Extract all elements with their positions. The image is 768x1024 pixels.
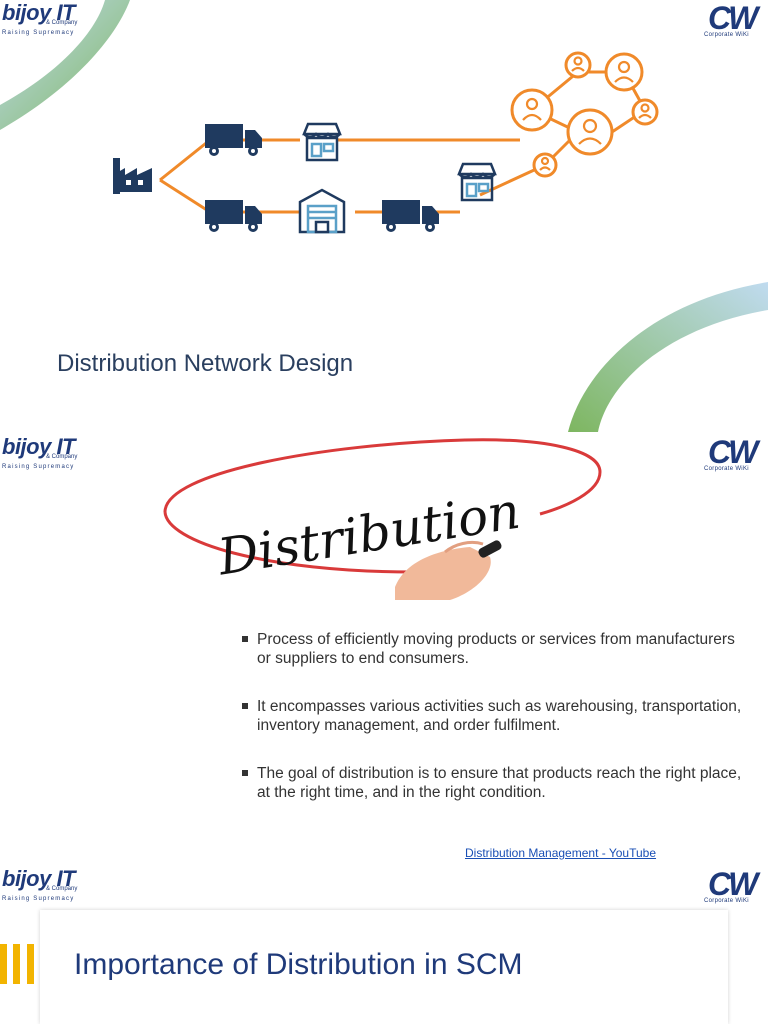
bullet-list: Process of efficiently moving products o… (242, 630, 742, 831)
bullet-text: Process of efficiently moving products o… (257, 631, 735, 667)
distribution-management-youtube-link[interactable]: Distribution Management - YouTube (465, 846, 657, 860)
store-icon (302, 122, 342, 162)
bijoy-it-logo-text: bijoy IT (2, 0, 76, 25)
bullet-square-icon (242, 770, 248, 776)
bullet-item: Process of efficiently moving products o… (242, 630, 742, 668)
corporate-wiki-logo-mark: CW (708, 434, 758, 470)
bullet-item: The goal of distribution is to ensure th… (242, 764, 742, 802)
accent-bar (0, 944, 7, 984)
bijoy-it-logo-amp: & Company (46, 20, 78, 26)
warehouse-icon (298, 188, 346, 234)
bullet-text: It encompasses various activities such a… (257, 698, 742, 734)
bijoy-it-logo-text: bijoy IT (2, 866, 76, 891)
accent-bar (13, 944, 20, 984)
truck-icon (382, 200, 439, 232)
bullet-square-icon (242, 703, 248, 709)
bullet-item: It encompasses various activities such a… (242, 697, 742, 735)
title-panel (40, 910, 728, 1024)
truck-icon (205, 124, 262, 156)
slide-title-distribution-network-design: Distribution Network Design (57, 350, 354, 377)
slide-importance-of-distribution: bijoy IT & Company Raising Supremacy CW … (0, 864, 768, 1024)
corporate-wiki-logo-mark: CW (708, 0, 758, 36)
factory-icon (113, 158, 152, 194)
bullet-square-icon (242, 636, 248, 642)
bijoy-it-logo: bijoy IT & Company Raising Supremacy (0, 0, 110, 46)
corner-swoosh-top-left (0, 0, 130, 130)
corporate-wiki-tagline: Corporate WiKi (704, 32, 749, 38)
accent-bar (27, 944, 34, 984)
corner-swoosh-bottom-right (568, 282, 768, 432)
corporate-wiki-tagline: Corporate WiKi (704, 466, 749, 472)
bijoy-it-logo-text: bijoy IT (2, 434, 76, 459)
bijoy-it-logo: bijoy IT & Company Raising Supremacy (0, 434, 110, 480)
corporate-wiki-logo: CW Corporate WiKi (704, 434, 766, 480)
bijoy-it-logo-amp: & Company (46, 454, 78, 460)
hand-marker-icon (395, 540, 502, 600)
bijoy-it-tagline: Raising Supremacy (2, 30, 75, 36)
bullet-text: The goal of distribution is to ensure th… (257, 765, 742, 801)
truck-icon (205, 200, 262, 232)
corporate-wiki-tagline: Corporate WiKi (704, 898, 749, 904)
network-diagram (113, 51, 659, 234)
bijoy-it-tagline: Raising Supremacy (2, 896, 75, 902)
store-icon (457, 162, 497, 202)
distribution-hero-image: Distribution (163, 438, 602, 600)
slide-title-importance-of-distribution: Importance of Distribution in SCM (74, 948, 523, 981)
corporate-wiki-logo: CW Corporate WiKi (704, 866, 766, 912)
slide-distribution-network: bijoy IT & Company Raising Supremacy CW … (0, 0, 768, 432)
bijoy-it-tagline: Raising Supremacy (2, 464, 75, 470)
bijoy-it-logo: bijoy IT & Company Raising Supremacy (0, 866, 110, 912)
slide-distribution-definition: bijoy IT & Company Raising Supremacy CW … (0, 432, 768, 864)
corporate-wiki-logo: CW Corporate WiKi (704, 0, 766, 46)
bijoy-it-logo-amp: & Company (46, 886, 78, 892)
corporate-wiki-logo-mark: CW (708, 866, 758, 902)
